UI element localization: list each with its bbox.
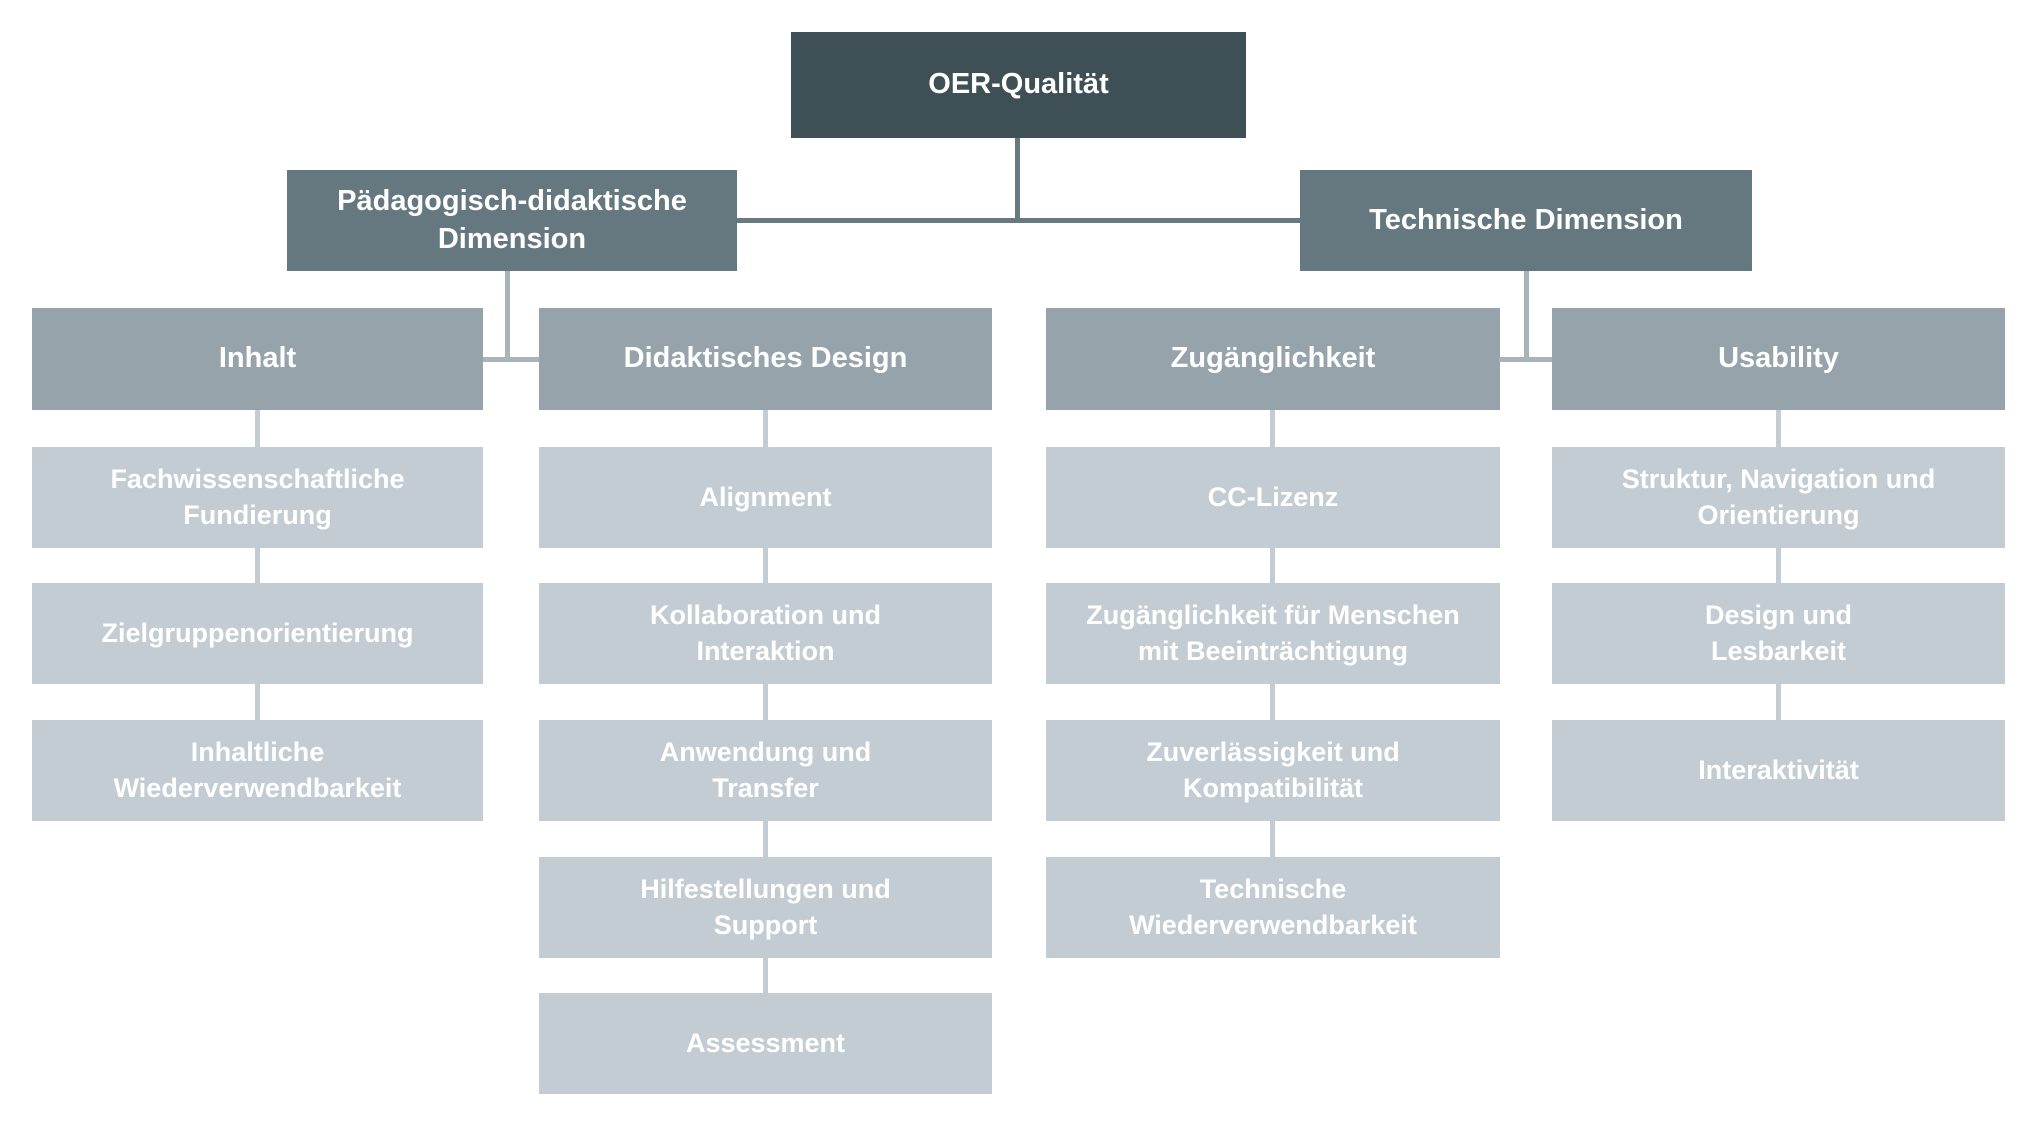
node-label: Inhaltliche Wiederverwendbarkeit <box>113 736 402 803</box>
connector-col3-seg2 <box>1270 548 1275 583</box>
node-item-technische-wiederverwendbarkeit: Technische Wiederverwendbarkeit <box>1046 857 1500 958</box>
node-label: Struktur, Navigation und Orientierung <box>1621 463 1936 530</box>
connector-col4-seg1 <box>1776 410 1781 447</box>
connector-root-vertical <box>1015 138 1020 223</box>
connector-dim1-horizontal <box>483 357 539 362</box>
node-label: Inhalt <box>218 342 297 375</box>
node-label: Design und Lesbarkeit <box>1705 599 1852 666</box>
node-item-zuverlaessigkeit-und-kompatibilitaet: Zuverlässigkeit und Kompatibilität <box>1046 720 1500 821</box>
connector-dim2-horizontal <box>1499 357 1552 362</box>
node-label: OER-Qualität <box>928 68 1109 101</box>
node-label: Didaktisches Design <box>623 342 908 375</box>
node-label: Kollaboration und Interaktion <box>650 599 881 666</box>
node-item-design-und-lesbarkeit: Design und Lesbarkeit <box>1552 583 2005 684</box>
node-category-inhalt: Inhalt <box>32 308 483 410</box>
connector-dim1-vertical <box>505 271 510 362</box>
node-label: Zugänglichkeit <box>1170 342 1376 375</box>
node-item-kollaboration-und-interaktion: Kollaboration und Interaktion <box>539 583 992 684</box>
node-category-usability: Usability <box>1552 308 2005 410</box>
connector-col4-seg2 <box>1776 548 1781 583</box>
node-label: Assessment <box>685 1027 846 1058</box>
node-item-hilfestellungen-und-support: Hilfestellungen und Support <box>539 857 992 958</box>
connector-col1-seg3 <box>255 684 260 720</box>
node-item-alignment: Alignment <box>539 447 992 548</box>
node-item-zugaenglichkeit-fuer-menschen: Zugänglichkeit für Menschen mit Beeinträ… <box>1046 583 1500 684</box>
node-item-cc-lizenz: CC-Lizenz <box>1046 447 1500 548</box>
connector-col4-seg3 <box>1776 684 1781 720</box>
node-label: Technische Dimension <box>1369 203 1683 236</box>
node-label: Zugänglichkeit für Menschen mit Beeinträ… <box>1086 599 1460 666</box>
connector-col3-seg1 <box>1270 410 1275 447</box>
connector-col2-seg4 <box>763 821 768 857</box>
connector-dimensions-horizontal <box>737 218 1300 223</box>
node-item-anwendung-und-transfer: Anwendung und Transfer <box>539 720 992 821</box>
node-dimension-technisch: Technische Dimension <box>1300 170 1752 271</box>
connector-col2-seg1 <box>763 410 768 447</box>
node-root-oer-qualitaet: OER-Qualität <box>791 32 1246 138</box>
node-dimension-paedagogisch-didaktisch: Pädagogisch-didaktische Dimension <box>287 170 737 271</box>
connector-col3-seg3 <box>1270 684 1275 720</box>
node-category-zugaenglichkeit: Zugänglichkeit <box>1046 308 1500 410</box>
node-label: Alignment <box>699 481 832 512</box>
node-label: Technische Wiederverwendbarkeit <box>1129 873 1417 940</box>
connector-col2-seg3 <box>763 684 768 720</box>
node-label: CC-Lizenz <box>1207 481 1339 512</box>
node-category-didaktisches-design: Didaktisches Design <box>539 308 992 410</box>
connector-col2-seg5 <box>763 958 768 993</box>
node-label: Zuverlässigkeit und Kompatibilität <box>1146 736 1400 803</box>
node-label: Interaktivität <box>1698 754 1859 785</box>
node-label: Pädagogisch-didaktische Dimension <box>337 185 687 255</box>
node-item-struktur-navigation-orientierung: Struktur, Navigation und Orientierung <box>1552 447 2005 548</box>
node-item-assessment: Assessment <box>539 993 992 1094</box>
connector-dim2-vertical <box>1524 271 1529 362</box>
node-item-fachwissenschaftliche-fundierung: Fachwissenschaftliche Fundierung <box>32 447 483 548</box>
connector-col3-seg4 <box>1270 821 1275 857</box>
connector-col1-seg1 <box>255 410 260 447</box>
connector-col2-seg2 <box>763 548 768 583</box>
node-label: Zielgruppenorientierung <box>101 617 414 648</box>
node-item-zielgruppenorientierung: Zielgruppenorientierung <box>32 583 483 684</box>
connector-col1-seg2 <box>255 548 260 583</box>
node-label: Hilfestellungen und Support <box>640 873 891 940</box>
node-label: Fachwissenschaftliche Fundierung <box>110 463 405 530</box>
node-item-inhaltliche-wiederverwendbarkeit: Inhaltliche Wiederverwendbarkeit <box>32 720 483 821</box>
node-item-interaktivitaet: Interaktivität <box>1552 720 2005 821</box>
node-label: Usability <box>1718 342 1839 375</box>
node-label: Anwendung und Transfer <box>659 736 872 803</box>
